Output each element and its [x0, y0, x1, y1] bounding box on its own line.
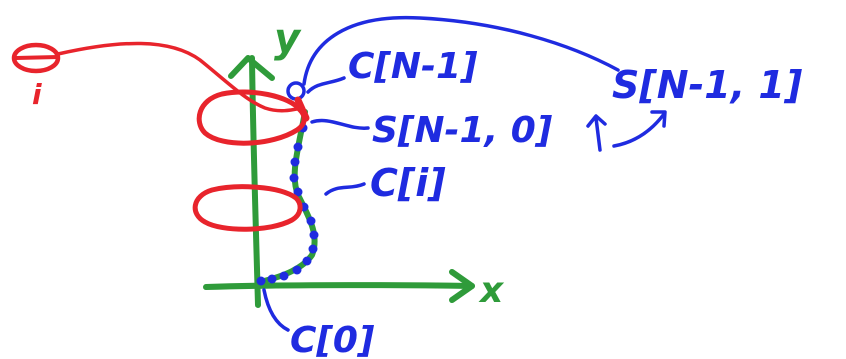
theta-subscript: i — [32, 78, 42, 111]
sample-point — [267, 274, 277, 284]
upper-rotation-ellipse — [196, 89, 307, 146]
y-axis-label: y — [274, 16, 302, 62]
sample-point — [293, 142, 303, 152]
label-c-0-leader — [262, 288, 290, 332]
label-c-0: C[0] — [290, 320, 375, 359]
y-axis-line — [249, 55, 261, 308]
sample-point — [289, 173, 299, 183]
sample-point — [308, 244, 318, 254]
sample-point — [279, 271, 289, 281]
curved-arrow-head — [650, 110, 667, 128]
x-axis-arrowhead — [449, 269, 475, 303]
rotation-step-arrows — [586, 110, 667, 152]
label-s-last-1: S[N-1, 1] — [612, 63, 803, 107]
theta-crossbar — [14, 55, 60, 60]
sample-point — [293, 187, 303, 197]
up-arrow-head — [586, 114, 607, 128]
label-s-last-0: S[N-1, 0] — [372, 110, 553, 151]
label-c-i-leader — [324, 182, 366, 196]
up-arrow — [594, 116, 602, 152]
y-axis-arrowhead — [228, 55, 275, 81]
sample-point — [309, 230, 319, 240]
axes — [203, 55, 475, 308]
label-s-last-0-leader — [310, 118, 370, 130]
theta-connector-arrow — [56, 41, 304, 113]
sample-point — [290, 157, 300, 167]
s-last-1-arc — [302, 15, 620, 86]
label-c-i: C[i] — [370, 161, 446, 205]
x-axis-line — [203, 282, 475, 290]
label-c-last-leader — [306, 76, 346, 94]
lower-rotation-ellipse — [192, 184, 303, 232]
label-c-last: C[N-1] — [348, 46, 478, 87]
theta-symbol-drawing — [11, 42, 61, 74]
sample-point — [306, 216, 316, 226]
sample-point — [292, 265, 302, 275]
rotation-ellipses — [192, 89, 307, 232]
curved-arrow — [612, 112, 666, 148]
x-axis-label: x — [478, 270, 505, 311]
sample-point — [302, 256, 312, 266]
sample-point — [256, 276, 266, 286]
